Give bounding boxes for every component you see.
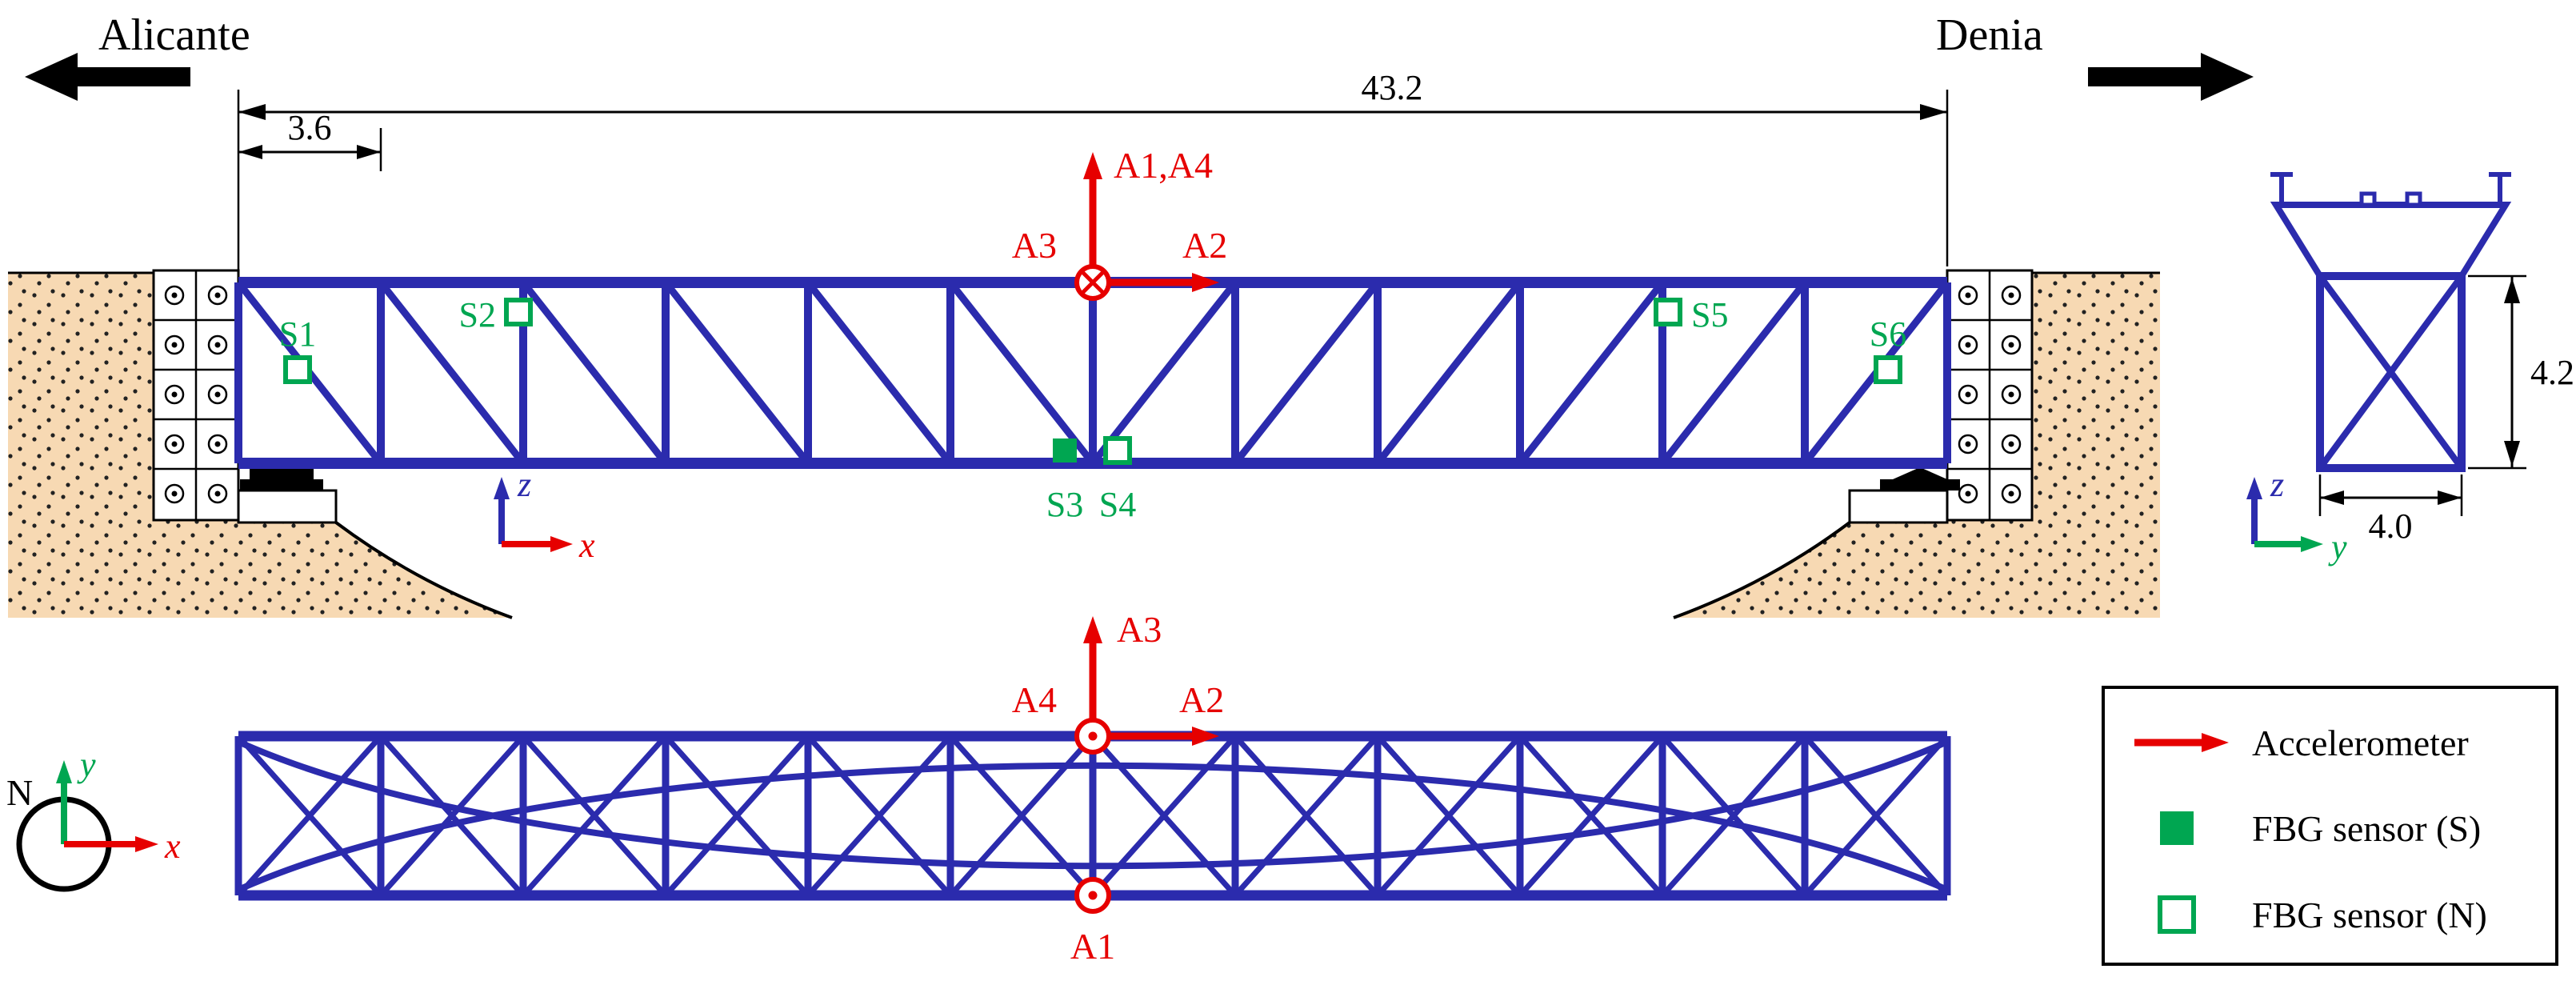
plan-curved-chord-lower bbox=[237, 739, 1949, 870]
accel-a2-label: A2 bbox=[1179, 679, 1224, 720]
arrowhead-icon bbox=[550, 536, 573, 552]
elevation-xz-axes: z x bbox=[494, 465, 595, 565]
north-indicator: y x N bbox=[6, 745, 181, 892]
elevation-accelerometer-axes: A1,A4 A2 A3 bbox=[1012, 145, 1227, 301]
accel-a3-label: A3 bbox=[1117, 609, 1162, 650]
arrowhead-icon bbox=[1083, 152, 1102, 179]
right-bearing-seat bbox=[1848, 489, 1949, 524]
header: Alicante Denia bbox=[25, 10, 2254, 101]
destination-arrow-right-icon bbox=[2088, 53, 2254, 101]
span-dimension: 43.2 3.6 bbox=[237, 68, 1949, 276]
plan-diagonals bbox=[236, 734, 1950, 898]
dimension-extension-lines bbox=[237, 90, 1949, 276]
dim-arrow-icon bbox=[1920, 104, 1947, 120]
north-label: N bbox=[6, 772, 33, 813]
right-embankment bbox=[1674, 272, 2160, 618]
fbg-sensor-s2 bbox=[504, 298, 533, 326]
dim-arrow-icon bbox=[238, 104, 266, 120]
legend-fbg-n-swatch bbox=[2158, 895, 2196, 934]
legend-fbg-n-label: FBG sensor (N) bbox=[2252, 895, 2487, 935]
plan-curved-chord-upper bbox=[237, 762, 1949, 893]
right-bearing-plinth bbox=[1880, 479, 1960, 490]
z-axis-label: z bbox=[2270, 465, 2284, 504]
legend-fbg-s-label: FBG sensor (S) bbox=[2252, 808, 2481, 849]
dim-arrow-icon bbox=[357, 145, 381, 159]
plan-cross-beams bbox=[234, 736, 1951, 895]
fbg-sensor-s5-label: S5 bbox=[1691, 295, 1728, 334]
fbg-sensors: S1 S2 S3 S4 S5 S6 bbox=[279, 295, 1906, 524]
out-of-page-dot bbox=[1088, 731, 1098, 741]
arrowhead-icon bbox=[135, 836, 158, 852]
destination-arrow-left-icon bbox=[25, 53, 190, 101]
arrowhead-icon bbox=[2246, 477, 2262, 499]
fbg-sensor-s5 bbox=[1654, 298, 1682, 326]
accel-a3-label: A3 bbox=[1012, 225, 1057, 266]
arrowhead-icon bbox=[56, 760, 72, 783]
masonry-joints bbox=[154, 270, 238, 520]
rail-icon bbox=[2405, 191, 2422, 207]
plan-accelerometer-axes: A3 A2 A4 A1 bbox=[1012, 609, 1224, 967]
right-abutment bbox=[1673, 269, 2160, 619]
dim-arrow-icon bbox=[2320, 490, 2344, 505]
right-bearing-pin bbox=[1893, 467, 1947, 479]
fbg-sensor-s2-label: S2 bbox=[459, 295, 496, 334]
elevation-verticals bbox=[234, 282, 1951, 463]
section-deck bbox=[2270, 202, 2512, 279]
fbg-sensor-s1 bbox=[283, 355, 312, 384]
z-axis-label: z bbox=[517, 465, 531, 504]
accel-a1a4-label: A1,A4 bbox=[1114, 145, 1213, 186]
x-axis-label: x bbox=[164, 827, 181, 866]
fbg-sensor-s6 bbox=[1874, 355, 1902, 384]
x-axis-label: x bbox=[578, 526, 595, 565]
arrowhead-icon bbox=[2202, 733, 2229, 752]
destination-right-label: Denia bbox=[1936, 10, 2043, 60]
left-bearing-plinth bbox=[240, 479, 323, 490]
into-page-cross bbox=[1081, 270, 1105, 294]
legend-fbg-s-swatch bbox=[2160, 811, 2194, 845]
arrowhead-icon bbox=[494, 477, 510, 499]
masonry-joints bbox=[1947, 270, 2032, 520]
fbg-sensor-s3-label: S3 bbox=[1046, 485, 1083, 524]
dimension-extension-lines bbox=[2468, 274, 2526, 470]
total-span-label: 43.2 bbox=[1362, 68, 1423, 107]
dim-arrow-icon bbox=[2504, 441, 2520, 466]
y-axis-label: y bbox=[77, 745, 96, 784]
dimension-extension-lines bbox=[2318, 474, 2463, 516]
accel-a2-label: A2 bbox=[1182, 225, 1227, 266]
accel-a4-label: A4 bbox=[1012, 679, 1057, 720]
dim-arrow-icon bbox=[2504, 278, 2520, 303]
left-bearing-seat bbox=[237, 489, 338, 524]
legend: Accelerometer FBG sensor (S) FBG sensor … bbox=[2102, 686, 2558, 966]
destination-left-label: Alicante bbox=[98, 10, 250, 60]
accel-a1-label: A1 bbox=[1070, 926, 1115, 967]
embankment-slope-edge bbox=[334, 521, 513, 619]
fbg-sensor-s3 bbox=[1053, 438, 1077, 462]
cross-section: 4.2 4.0 z y bbox=[2246, 172, 2574, 567]
left-embankment bbox=[8, 272, 512, 618]
fbg-sensor-s6-label: S6 bbox=[1870, 314, 1906, 354]
out-of-page-dot bbox=[1088, 891, 1098, 900]
arrowhead-icon bbox=[1192, 273, 1219, 292]
arrowhead-icon bbox=[2301, 536, 2323, 552]
embankment-slope-edge bbox=[1673, 521, 1851, 619]
section-diagonals bbox=[2317, 274, 2465, 470]
panel-span-label: 3.6 bbox=[288, 108, 332, 147]
section-railings bbox=[2270, 172, 2511, 205]
fbg-sensor-s4-label: S4 bbox=[1099, 485, 1136, 524]
arrowhead-icon bbox=[1083, 616, 1102, 643]
dim-arrow-icon bbox=[2438, 490, 2462, 505]
arrowhead-icon bbox=[1192, 727, 1219, 746]
fbg-sensor-s1-label: S1 bbox=[279, 314, 316, 354]
rail-icon bbox=[2359, 191, 2377, 207]
fbg-sensor-s4 bbox=[1103, 436, 1132, 465]
y-axis-label: y bbox=[2328, 527, 2347, 567]
section-width-label: 4.0 bbox=[2369, 507, 2413, 546]
section-height-label: 4.2 bbox=[2530, 353, 2574, 392]
left-abutment bbox=[8, 269, 513, 619]
plan-view bbox=[234, 731, 1951, 901]
legend-accelerometer-label: Accelerometer bbox=[2252, 723, 2469, 763]
left-bearing-plate bbox=[250, 468, 314, 479]
dim-arrow-icon bbox=[238, 145, 262, 159]
